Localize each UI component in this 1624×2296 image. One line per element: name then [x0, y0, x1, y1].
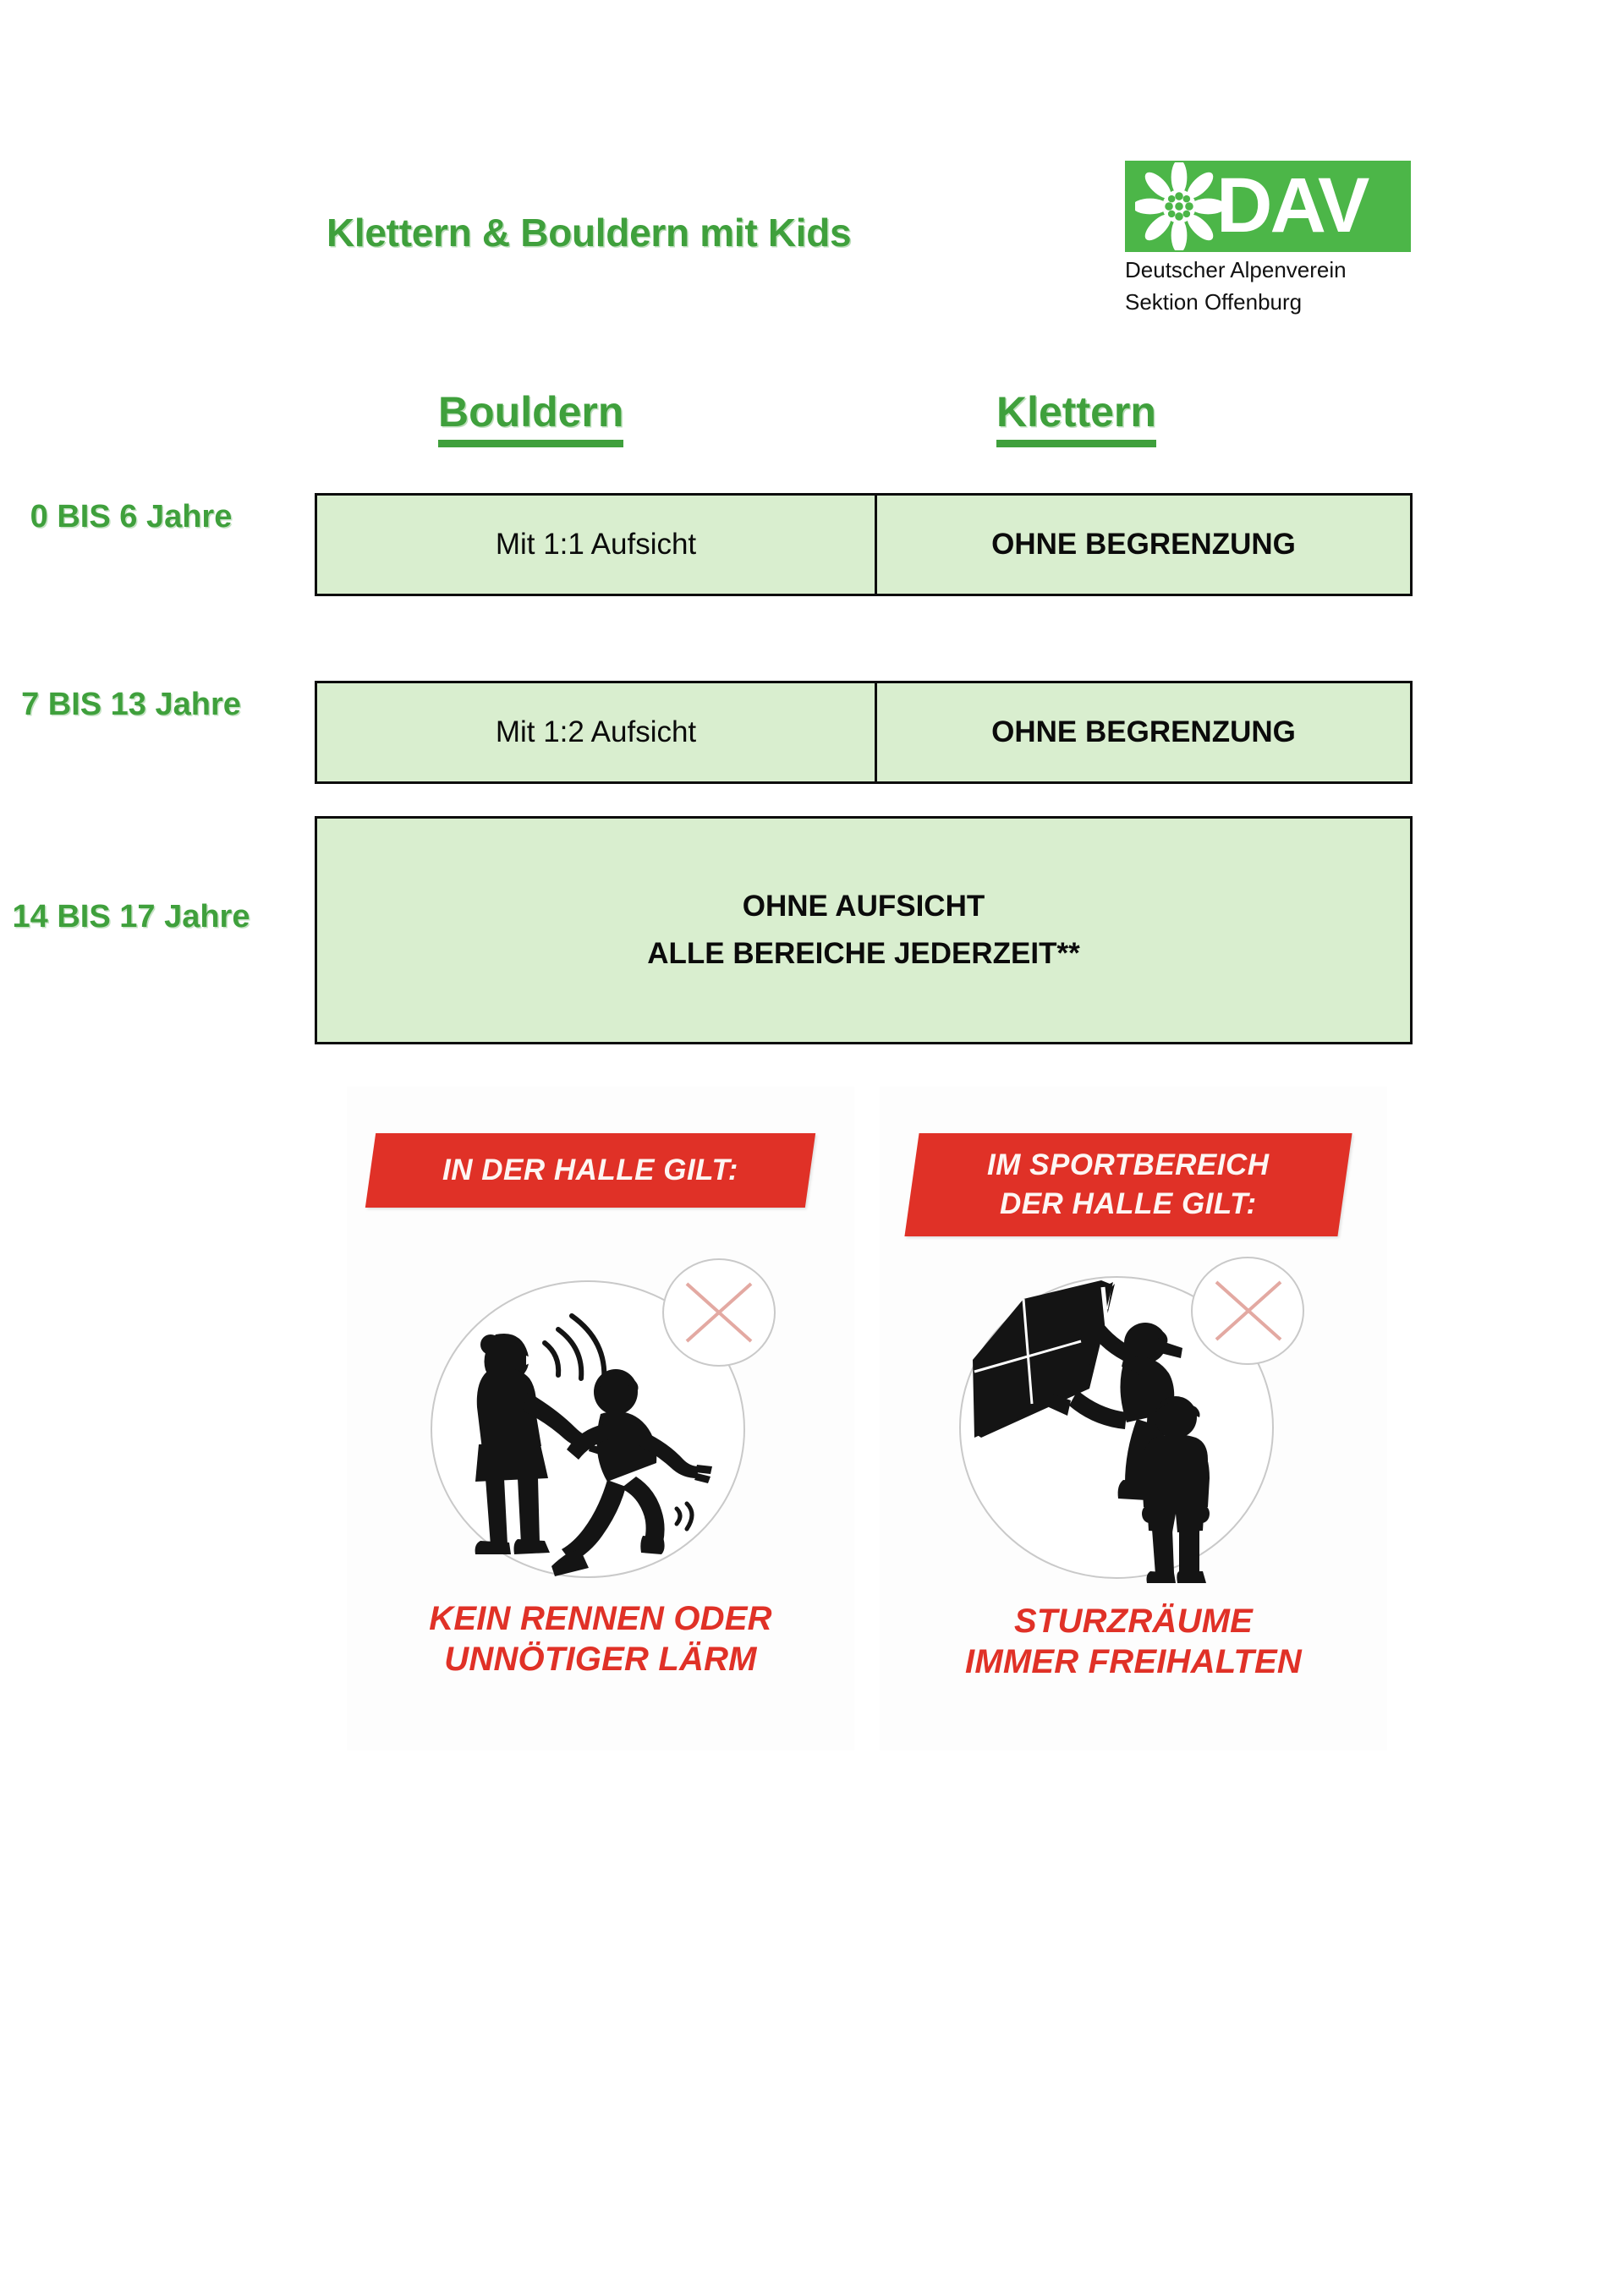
column-header-klettern-label: Klettern — [996, 388, 1156, 436]
age-label-14-17: 14 BIS 17 Jahre — [12, 899, 250, 934]
cell-merged-14-17: OHNE AUFSICHT ALLE BEREICHE JEDERZEIT** — [647, 890, 1080, 970]
cell-bouldern-0-6: Mit 1:1 Aufsicht — [317, 496, 877, 594]
document-header: Klettern & Bouldern mit Kids — [0, 0, 1624, 338]
pictogram-banner-halle: IN DER HALLE GILT: — [365, 1133, 816, 1208]
pictogram-caption-sport: STURZRÄUME IMMER FREIHALTEN — [965, 1603, 1302, 1680]
table-row: Mit 1:2 Aufsicht OHNE BEGRENZUNG — [315, 681, 1413, 784]
age-label-0-6: 0 BIS 6 Jahre — [30, 499, 233, 534]
pictogram-caption-halle: KEIN RENNEN ODER UNNÖTIGER LÄRM — [429, 1600, 772, 1678]
children-running-noise-prohibited-icon — [431, 1258, 776, 1578]
table-row: Mit 1:1 Aufsicht OHNE BEGRENZUNG — [315, 493, 1413, 596]
column-header-underline — [996, 440, 1156, 447]
cell-klettern-7-13: OHNE BEGRENZUNG — [991, 715, 1296, 748]
edelweiss-icon — [1135, 162, 1223, 250]
dav-logo-mark: DAV — [1125, 161, 1411, 252]
table-row: OHNE AUFSICHT ALLE BEREICHE JEDERZEIT** — [315, 816, 1413, 1044]
column-header-klettern: Klettern — [996, 387, 1156, 447]
pictogram-panels: IN DER HALLE GILT: — [0, 1087, 1624, 1763]
pictogram-banner-sport-label: IM SPORTBEREICH DER HALLE GILT: — [987, 1148, 1270, 1220]
dav-logo: DAV Deutscher Alpenverein Sektion Offenb… — [1125, 161, 1411, 316]
climber-fall-zone-prohibited-icon — [959, 1257, 1304, 1583]
dav-subtitle-line1: Deutscher Alpenverein — [1125, 257, 1347, 282]
pictogram-panel-sport: IM SPORTBEREICH DER HALLE GILT: — [880, 1087, 1387, 1751]
column-header-bouldern: Bouldern — [438, 387, 624, 447]
column-header-bouldern-label: Bouldern — [438, 388, 624, 436]
age-label-7-13: 7 BIS 13 Jahre — [21, 687, 241, 722]
cell-klettern-0-6: OHNE BEGRENZUNG — [991, 528, 1296, 561]
pictogram-banner-sport: IM SPORTBEREICH DER HALLE GILT: — [904, 1133, 1352, 1236]
column-header-underline — [438, 440, 624, 447]
dav-subtitle-line2: Sektion Offenburg — [1125, 289, 1303, 315]
cell-bouldern-7-13: Mit 1:2 Aufsicht — [317, 683, 877, 781]
pictogram-banner-halle-label: IN DER HALLE GILT: — [442, 1153, 738, 1186]
dav-wordmark: DAV — [1216, 162, 1369, 249]
page-title: Klettern & Bouldern mit Kids — [326, 211, 852, 255]
pictogram-panel-halle: IN DER HALLE GILT: — [347, 1087, 854, 1751]
